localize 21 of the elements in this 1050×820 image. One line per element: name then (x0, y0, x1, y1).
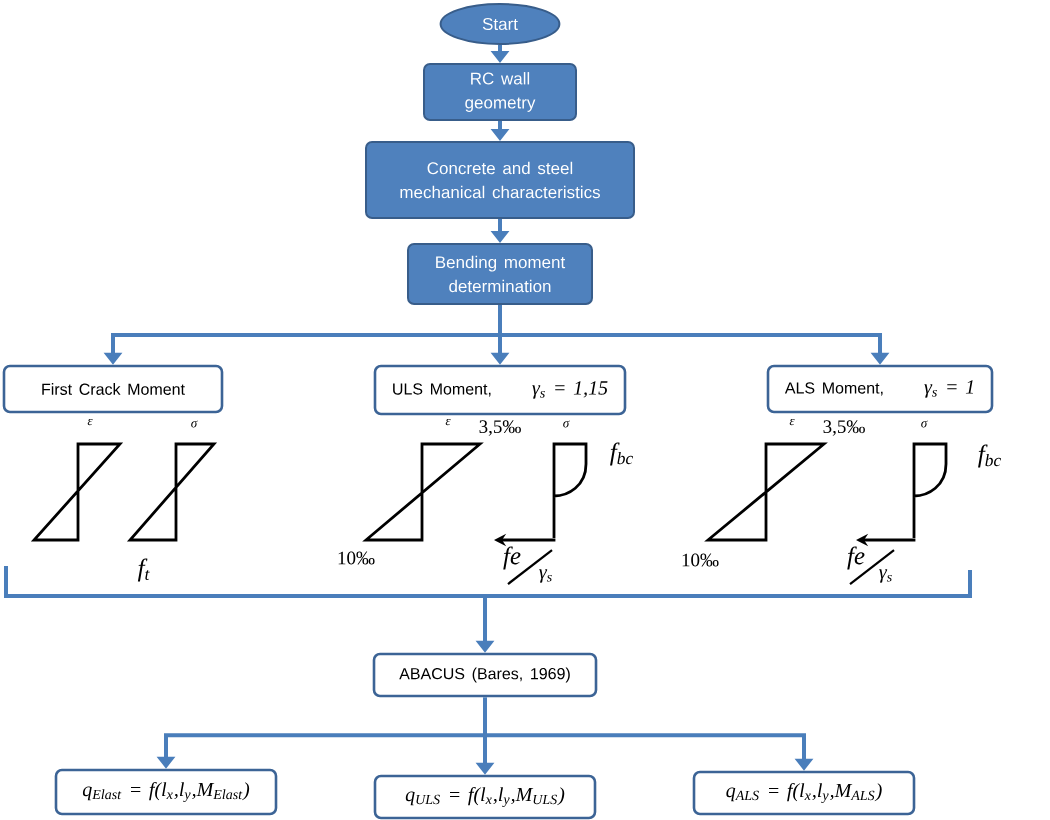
moment-box: ALS Moment, γ$_{s}$ = 1 (766, 364, 994, 414)
strain-value: 10‰ (682, 553, 719, 567)
process-box: Concrete and steel mechanical characteristics (365, 141, 635, 219)
formula-box: q$_{Elast}$ = f(l$_{x}$,l$_{y}$,M$_{Elast}$) (54, 768, 278, 816)
steel-stress-label: γ$_{s}$ (539, 569, 552, 583)
stress-label: f$_{bc}$ (978, 444, 1002, 468)
process-box: Bending moment determination (407, 243, 593, 305)
connector-line (498, 305, 502, 335)
strain-value: 10‰ (338, 551, 375, 565)
formula-box: q$_{ALS}$ = f(l$_{x}$,l$_{y}$,M$_{ALS}$) (692, 770, 916, 816)
process-box: ABACUS (Bares, 1969) (372, 652, 598, 698)
stress-label: f$_{t}$ (137, 558, 150, 582)
steel-stress-label: γ$_{s}$ (879, 569, 892, 583)
process-box: RC wall geometry (423, 63, 577, 121)
steel-stress-label: fe (847, 546, 865, 570)
stress-label: f$_{bc}$ (610, 442, 634, 466)
formula-box: q$_{ULS}$ = f(l$_{x}$,l$_{y}$,M$_{ULS}$) (373, 774, 597, 820)
moment-box: First Crack Moment (2, 364, 224, 414)
moment-box: ULS Moment, γ$_{s}$ = 1,15 (373, 364, 627, 416)
steel-stress-label: fe (503, 546, 521, 570)
connector-line (483, 697, 487, 736)
